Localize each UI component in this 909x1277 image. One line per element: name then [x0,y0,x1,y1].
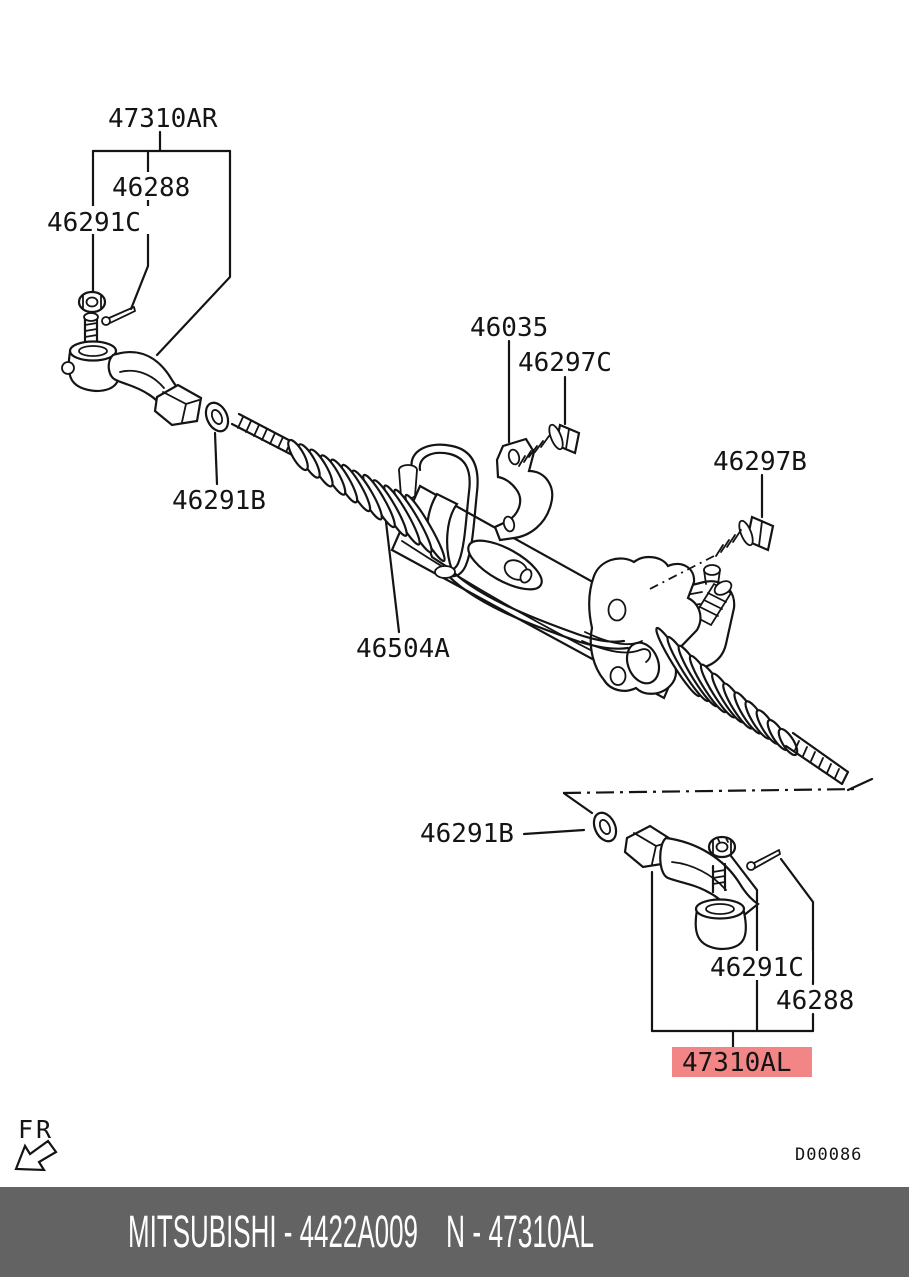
label-46288-top: 46288 [112,173,190,203]
part-labels: 47310AR 46288 46291C 46291B 46035 46297C… [42,104,862,1016]
washer-bottom-drawing [592,811,618,843]
front-direction-arrow-icon [14,1139,58,1172]
tube-band-tab [434,565,456,579]
label-bg [704,951,812,980]
label-46288-bottom: 46288 [776,986,854,1016]
footer-bar: MITSUBISHI - 4422A009 N - 47310AL [0,1187,909,1277]
footer-brand-part: MITSUBISHI - 4422A009 [128,1206,418,1257]
label-bg [42,206,150,234]
leader-lines [213,339,764,836]
label-46291c-top: 46291C [47,208,141,238]
right-bellows-drawing [655,626,850,786]
reference-line [562,777,874,815]
label-46297b: 46297B [713,447,807,477]
washer-top-drawing [204,401,230,433]
nut-bottom-drawing [707,835,737,859]
drawing-code: D00086 [795,1145,862,1165]
label-bg [770,985,862,1013]
label-46504a: 46504A [356,634,450,664]
label-46297c: 46297C [518,348,612,378]
label-bg [104,172,198,200]
callout-bracket-bottom [650,854,815,1049]
label-47310ar: 47310AR [108,104,218,134]
front-direction-indicator: FR [14,1115,58,1172]
label-46291b-bottom: 46291B [420,819,514,849]
footer-background [0,1187,909,1277]
clamp-bolt-drawing [518,423,581,467]
nut-top-drawing [77,290,107,314]
label-46291b-top: 46291B [172,486,266,516]
highlighted-part-label[interactable]: 47310AL [672,1047,812,1078]
label-47310al[interactable]: 47310AL [682,1048,792,1078]
tie-rod-end-right-drawing [61,290,306,461]
highlight-box[interactable] [672,1047,812,1077]
label-46035: 46035 [470,313,548,343]
cotter-pin-bottom-drawing [746,849,781,871]
clamp-drawing [493,437,554,542]
front-direction-label: FR [18,1115,54,1144]
tie-rod-end-left-drawing [592,811,781,951]
steering-gear-drawing [390,484,736,700]
cotter-pin-top-drawing [101,306,136,326]
mounting-bolt-drawing [647,515,775,591]
tube-slot-drawing [467,539,543,591]
hydraulic-pipe-drawing [398,443,630,650]
label-46291c-bottom: 46291C [710,953,804,983]
left-bellows-drawing [287,438,446,563]
footer-reference: N - 47310AL [446,1206,594,1257]
